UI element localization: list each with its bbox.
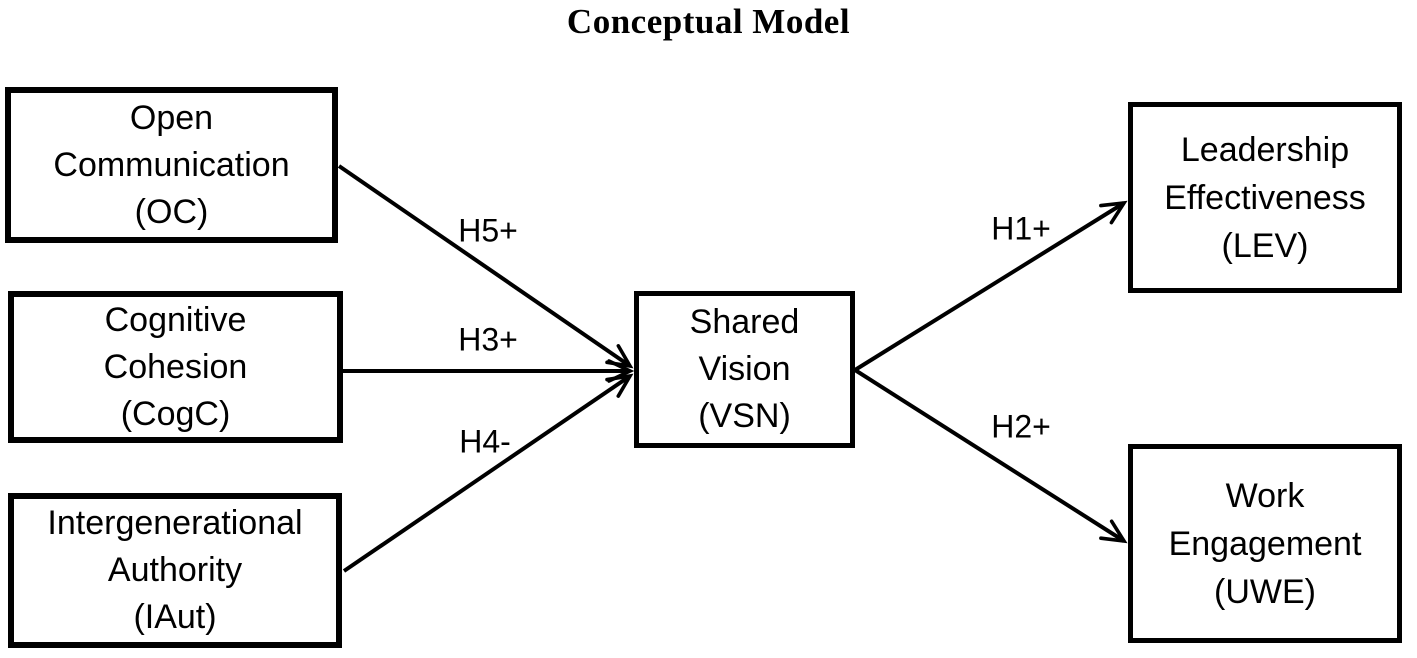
node-intergenerational-authority: Intergenerational Authority (IAut) xyxy=(8,493,342,648)
node-line: Shared xyxy=(689,303,800,341)
node-line: Engagement xyxy=(1168,524,1362,563)
edge-label-h5: H5+ xyxy=(458,212,518,249)
node-line: (LEV) xyxy=(1221,226,1309,265)
node-line: Leadership xyxy=(1180,130,1350,169)
diagram-title: Conceptual Model xyxy=(566,2,851,41)
edge-label-h3: H3+ xyxy=(458,321,518,358)
edge-label-h4: H4- xyxy=(459,423,511,460)
node-line: Cohesion xyxy=(103,347,248,386)
node-line: (VSN) xyxy=(698,397,791,435)
arrow-h5-oc-to-vsn xyxy=(337,164,630,366)
node-cognitive-cohesion: Cognitive Cohesion (CogC) xyxy=(8,291,343,443)
node-line: Intergenerational xyxy=(47,504,303,542)
node-open-communication: Open Communication (OC) xyxy=(5,87,338,243)
edge-label-h1: H1+ xyxy=(991,210,1051,247)
node-work-engagement: Work Engagement (UWE) xyxy=(1128,444,1402,643)
node-line: Communication xyxy=(53,145,290,184)
arrow-h1-vsn-to-lev xyxy=(853,203,1124,372)
arrow-h2-vsn-to-uwe xyxy=(853,368,1124,541)
arrow-h4-iaut-to-vsn xyxy=(342,376,630,573)
node-leadership-effectiveness: Leadership Effectiveness (LEV) xyxy=(1128,102,1402,293)
node-line: (CogC) xyxy=(120,394,231,433)
node-line: Open xyxy=(129,98,214,137)
node-line: Effectiveness xyxy=(1164,178,1366,217)
edge-label-h2: H2+ xyxy=(991,408,1051,445)
node-line: (UWE) xyxy=(1214,572,1316,611)
node-line: Vision xyxy=(698,350,791,388)
node-line: (OC) xyxy=(134,192,209,231)
node-line: Cognitive xyxy=(104,300,247,339)
node-line: (IAut) xyxy=(133,598,217,636)
node-line: Work xyxy=(1225,476,1305,515)
node-shared-vision: Shared Vision (VSN) xyxy=(634,291,855,448)
node-line: Authority xyxy=(107,551,243,589)
